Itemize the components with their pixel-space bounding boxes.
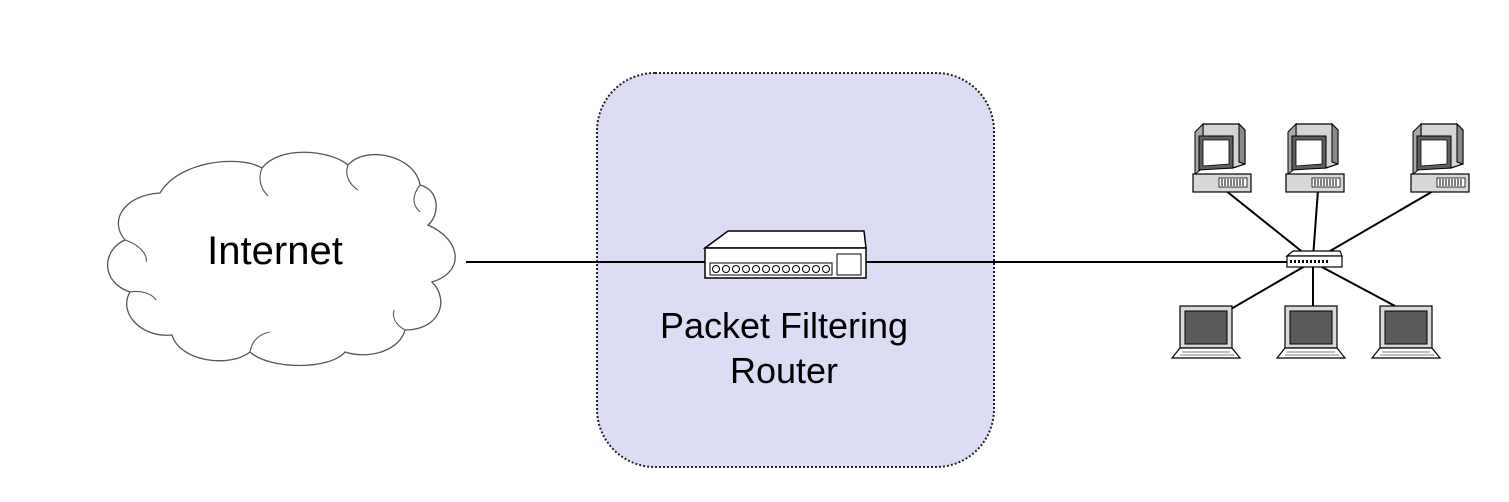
router-label-line2: Router <box>730 350 838 391</box>
router-icon <box>702 230 867 279</box>
laptop-computer-icon <box>1371 305 1441 359</box>
router-label-line1: Packet Filtering <box>660 305 908 346</box>
cloud-icon <box>106 151 456 367</box>
desktop-computer-icon <box>1192 123 1252 193</box>
desktop-computer-icon <box>1410 123 1470 193</box>
laptop-computer-icon <box>1171 305 1241 359</box>
laptop-computer-icon <box>1276 305 1346 359</box>
internet-label: Internet <box>207 229 343 273</box>
switch-hub-icon <box>1285 250 1343 268</box>
lan-links <box>1211 189 1436 321</box>
desktop-computer-icon <box>1285 123 1345 193</box>
